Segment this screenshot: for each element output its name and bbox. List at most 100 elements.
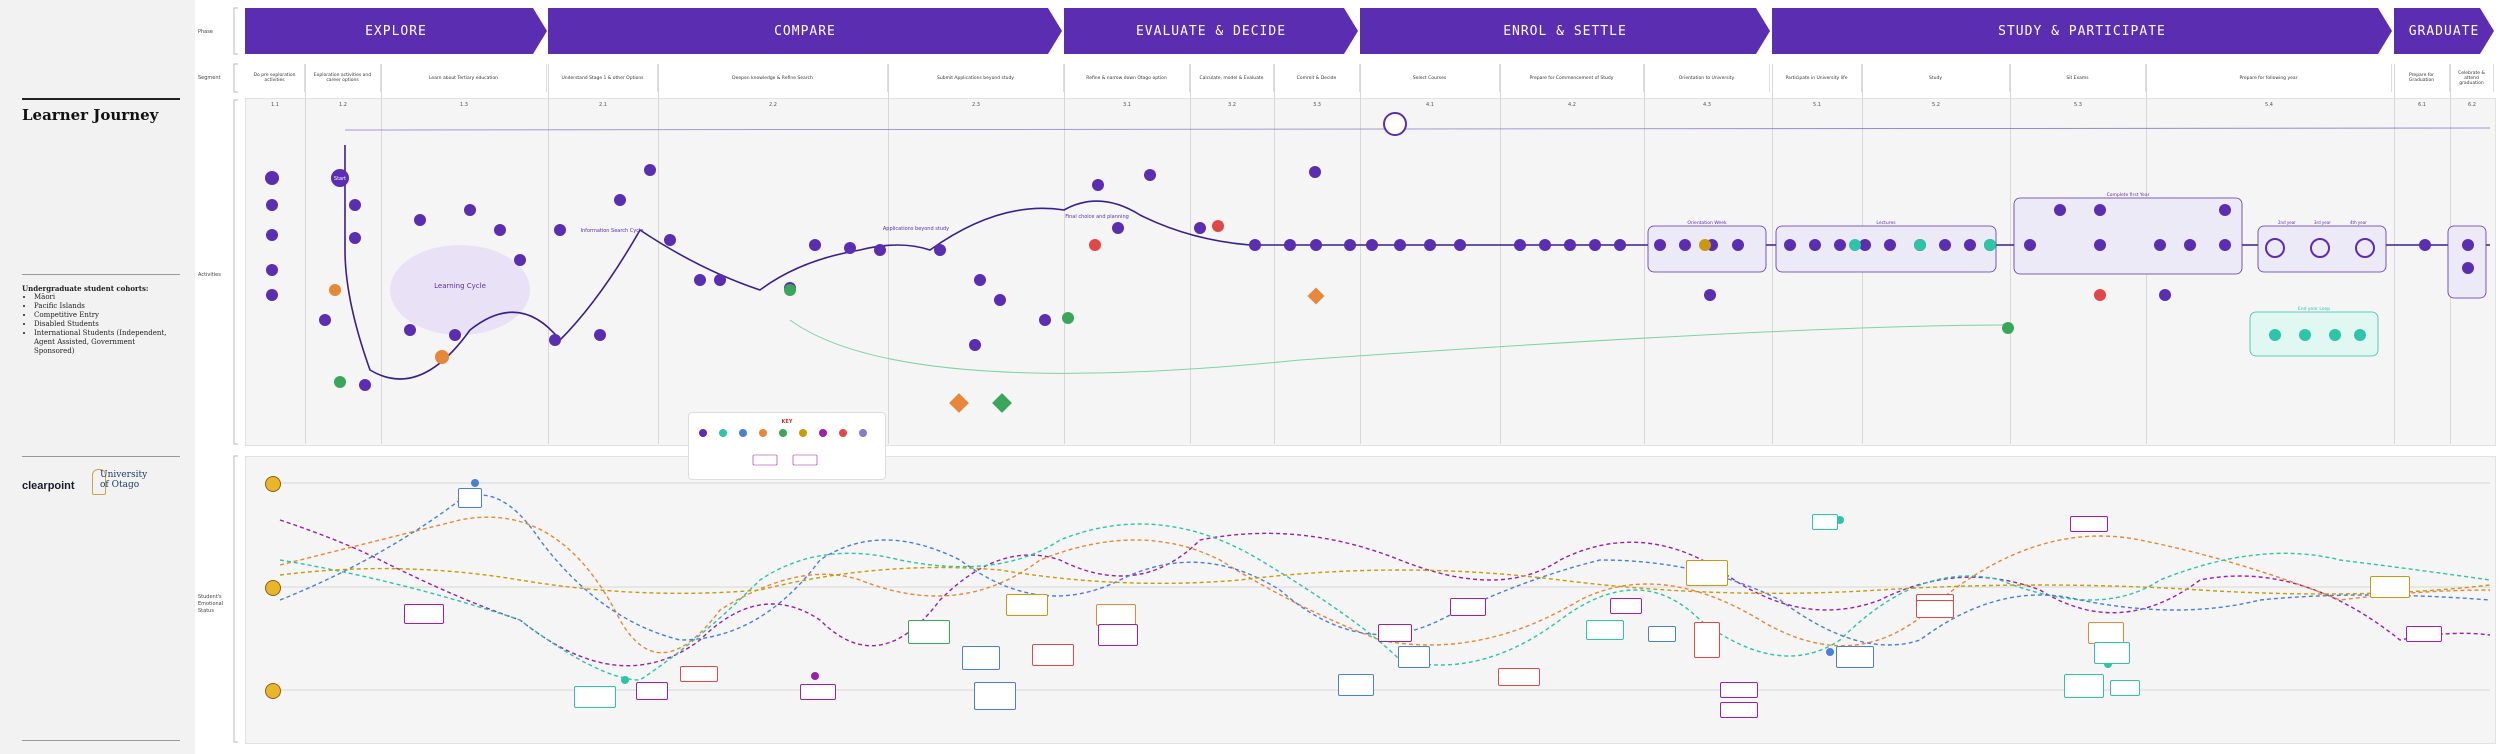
segment: Exploration activities and career option… — [305, 64, 381, 92]
cohort-item: Disabled Students — [34, 320, 174, 329]
legend-swatch — [699, 429, 707, 437]
divider — [548, 64, 549, 444]
phase-study-participate: STUDY & PARTICIPATE — [1772, 8, 2392, 54]
info-search-label: Information Search Cycle — [581, 228, 644, 234]
third-year-label: 3rd year — [2314, 220, 2331, 225]
learning-cycle-area — [390, 245, 530, 335]
emotion-curve-pacific — [279, 516, 2491, 654]
activity-node — [359, 379, 371, 391]
emotion-note — [574, 686, 616, 708]
activity-node — [2094, 239, 2106, 251]
title-rule — [22, 98, 180, 100]
activity-node — [1884, 239, 1896, 251]
activity-node — [266, 199, 278, 211]
legend-swatch — [799, 429, 807, 437]
emotion-note — [1720, 682, 1758, 698]
emotion-note — [1610, 598, 1642, 614]
activity-node — [1514, 239, 1526, 251]
activity-node — [265, 171, 279, 185]
row-label-phase: Phase — [198, 29, 213, 35]
activity-node — [694, 274, 706, 286]
divider — [1360, 64, 1361, 444]
orientation-label: Orientation Week — [1687, 220, 1727, 226]
sub-label: 4.1 — [1426, 102, 1434, 108]
activity-node — [2219, 204, 2231, 216]
sub-label: 1.2 — [339, 102, 347, 108]
divider — [1274, 64, 1275, 444]
activity-node — [934, 244, 946, 256]
legend-note — [792, 454, 818, 466]
activity-node — [1112, 222, 1124, 234]
activity-node — [844, 242, 856, 254]
sub-label: 6.1 — [2418, 102, 2426, 108]
sub-label: 3.3 — [1313, 102, 1321, 108]
legend-swatch — [759, 429, 767, 437]
segment: Orientation to University — [1644, 64, 1770, 92]
activity-node — [994, 294, 1006, 306]
activity-node — [2159, 289, 2171, 301]
emotion-note — [1648, 626, 1676, 642]
emotion-marker — [621, 676, 629, 684]
emotion-marker — [471, 479, 479, 487]
cohorts-heading: Undergraduate student cohorts: — [22, 284, 149, 293]
activity-node — [809, 239, 821, 251]
emotion-note — [1694, 622, 1720, 658]
decision-diamond — [949, 393, 969, 413]
activity-node — [1964, 239, 1976, 251]
cohort-item: Competitive Entry — [34, 311, 174, 320]
activity-node — [1062, 312, 1074, 324]
activity-node — [514, 254, 526, 266]
sub-label: 1.1 — [271, 102, 279, 108]
legend-swatches — [699, 429, 867, 466]
emotion-note — [680, 666, 718, 682]
cohort-item: Pacific Islands — [34, 302, 174, 311]
emotion-note — [1812, 514, 1838, 530]
legend-swatch — [819, 429, 827, 437]
activity-node — [784, 284, 796, 296]
legend-swatch — [779, 429, 787, 437]
divider — [1500, 64, 1501, 444]
activity-node — [329, 284, 341, 296]
emotion-note — [1720, 702, 1758, 718]
graduation-icon — [1383, 112, 1407, 136]
emotion-note — [974, 682, 1016, 710]
activity-node — [1732, 239, 1744, 251]
activity-node — [1679, 239, 1691, 251]
emotion-marker — [1836, 516, 1844, 524]
divider — [22, 456, 180, 457]
cycle-icon — [2355, 238, 2375, 258]
emotion-note — [1398, 646, 1430, 668]
divider — [1772, 64, 1773, 444]
sub-label: 5.2 — [1932, 102, 1940, 108]
segment: Sit Exams — [2010, 64, 2146, 92]
activity-node — [1309, 166, 1321, 178]
activity-node — [404, 324, 416, 336]
sub-label: 3.1 — [1123, 102, 1131, 108]
phase-graduate: GRADUATE — [2394, 8, 2494, 54]
activity-node — [2462, 262, 2474, 274]
legend-swatch — [739, 429, 747, 437]
divider — [1064, 64, 1065, 444]
sub-label: 2.2 — [769, 102, 777, 108]
activity-node — [2354, 329, 2366, 341]
emotion-note — [636, 682, 668, 700]
activity-node — [2329, 329, 2341, 341]
activity-node — [1564, 239, 1576, 251]
activity-node — [2219, 239, 2231, 251]
activity-node — [2024, 239, 2036, 251]
emotion-note — [1338, 674, 1374, 696]
left-sidebar: Learner Journey Undergraduate student co… — [0, 0, 195, 754]
activity-node — [1284, 239, 1296, 251]
emotion-note — [2064, 674, 2104, 698]
end-year-box — [2249, 311, 2379, 357]
activity-node — [1039, 314, 1051, 326]
emotion-curve-competitive — [279, 523, 2491, 681]
activity-node — [549, 334, 561, 346]
divider — [888, 64, 889, 444]
activity-node — [2269, 329, 2281, 341]
divider — [22, 274, 180, 275]
activity-node — [1914, 239, 1926, 251]
segment: Deepen knowledge & Refine Search — [658, 64, 888, 92]
emotion-note — [1006, 594, 1048, 616]
